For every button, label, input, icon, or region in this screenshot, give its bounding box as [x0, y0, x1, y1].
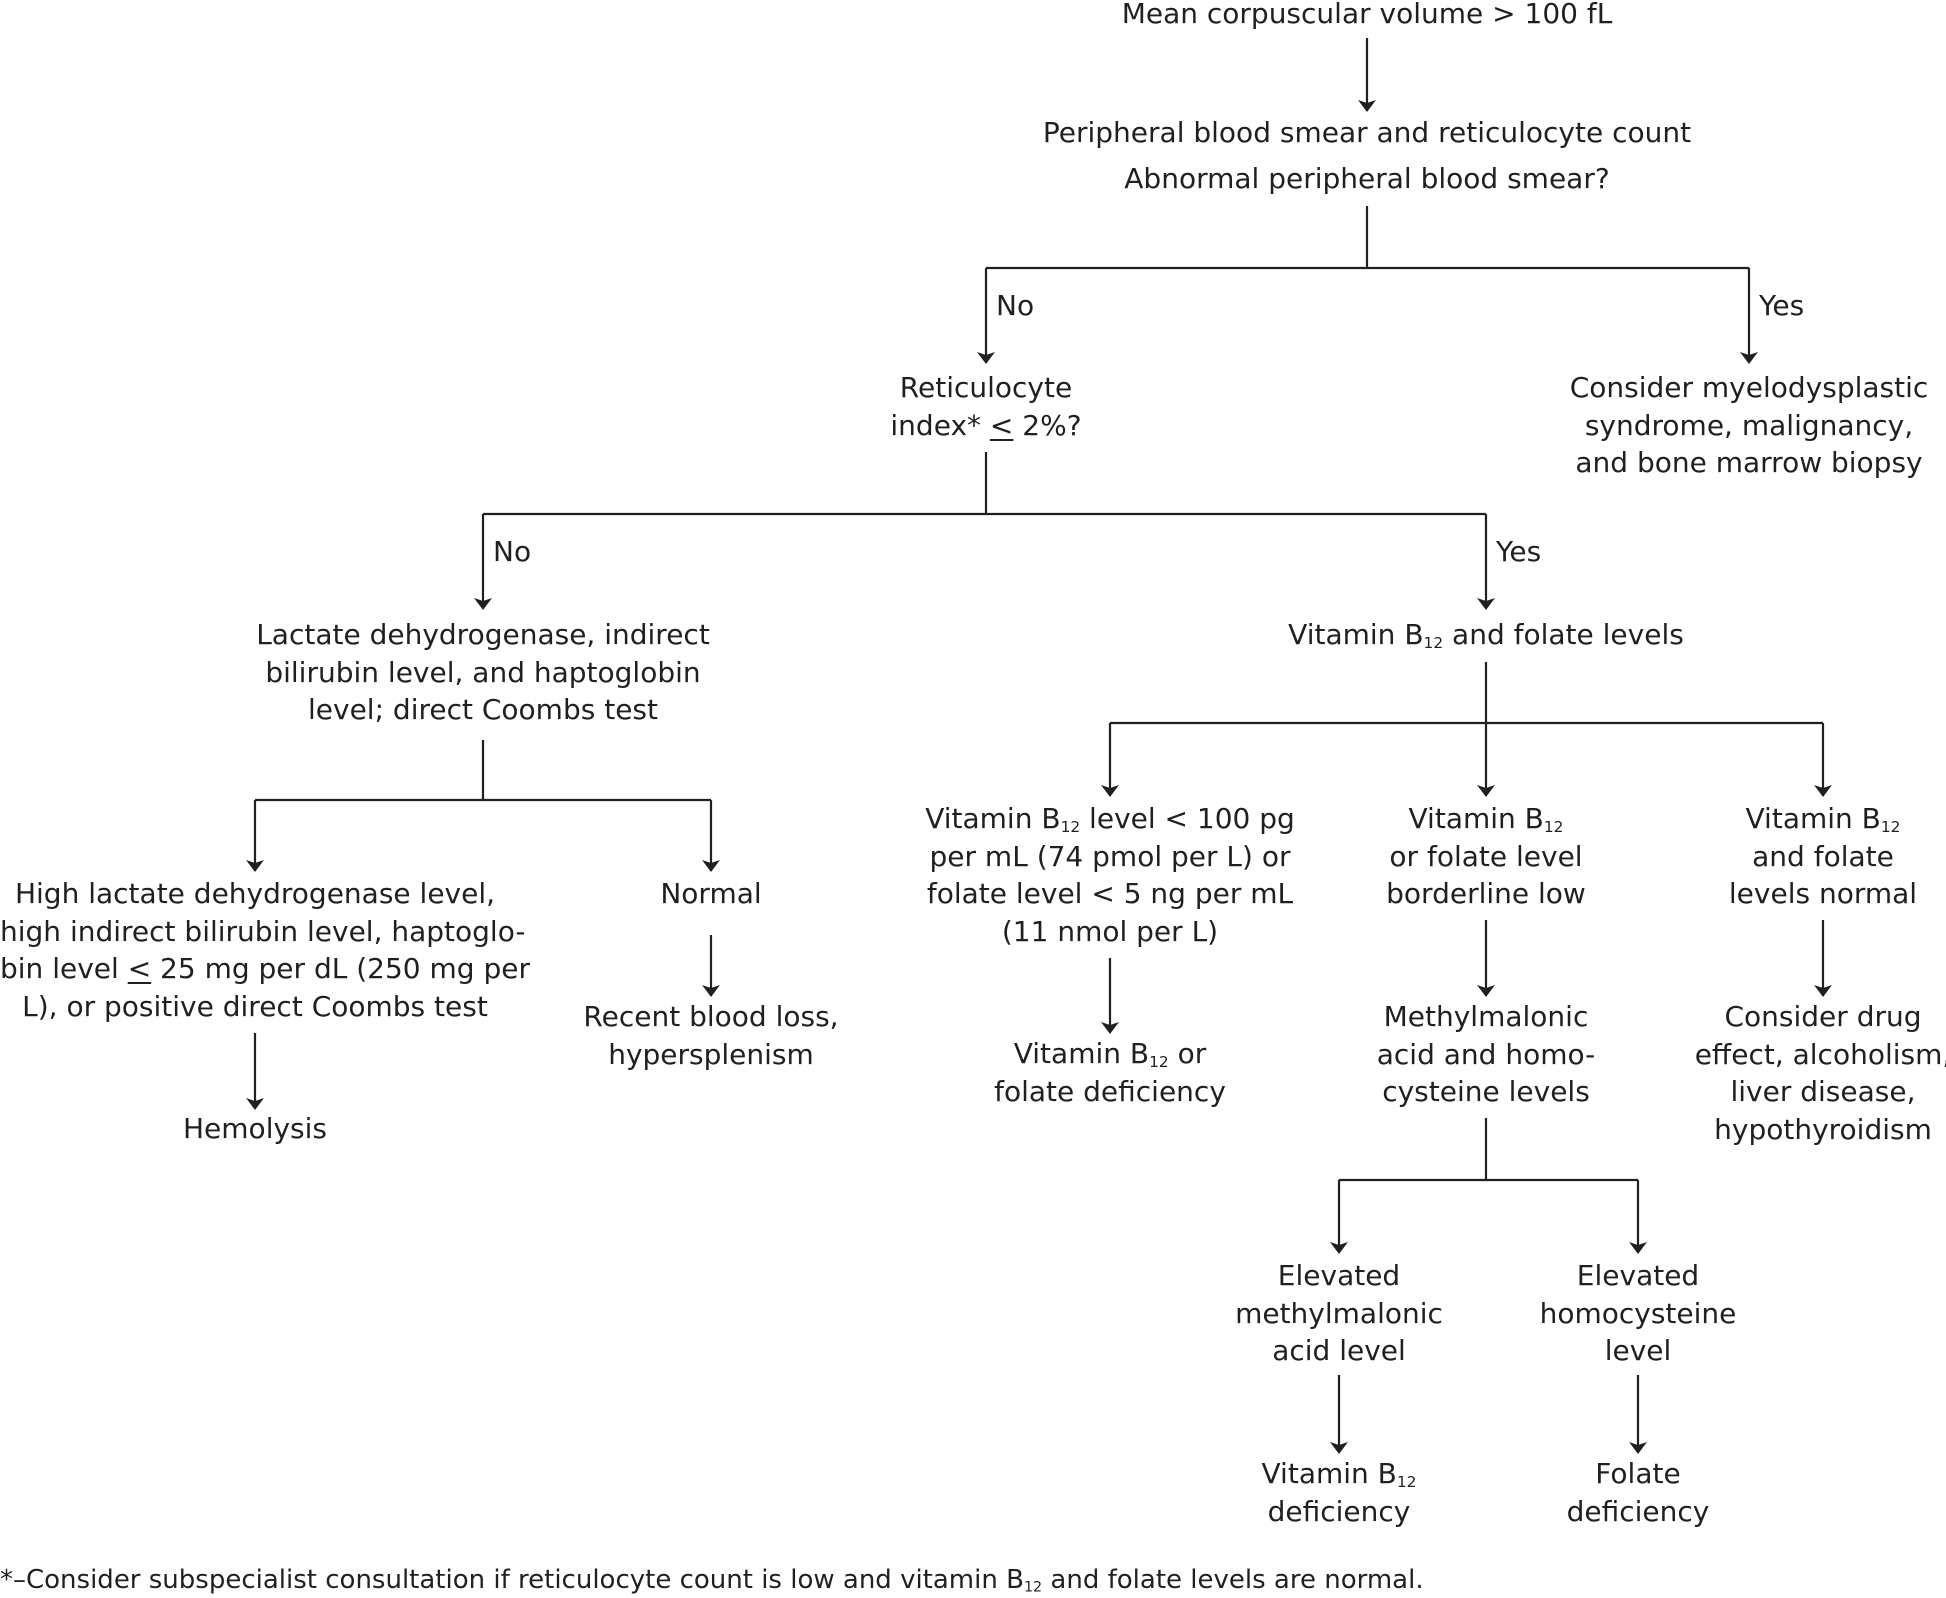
node-recent-blood-loss: Recent blood loss, hypersplenism — [536, 998, 886, 1073]
node-methylmalonic-homocysteine: Methylmalonic acid and homo- cysteine le… — [1336, 998, 1636, 1111]
node-ldh-line3: level; direct Coombs test — [308, 693, 658, 726]
node-myelodysplastic: Consider myelodysplastic syndrome, malig… — [1549, 369, 1946, 482]
node-hemolysis-text: Hemolysis — [183, 1112, 327, 1145]
node-folatedef-line2: deficiency — [1566, 1494, 1710, 1528]
node-ldh-line2: bilirubin level, and haptoglobin — [265, 655, 701, 689]
node-drug-line2: effect, alcoholism, — [1694, 1037, 1946, 1071]
less-equal-symbol: < — [127, 952, 152, 985]
node-retic-line1: Reticulocyte — [899, 371, 1073, 404]
node-b12-low: Vitamin B12 level < 100 pg per mL (74 pm… — [900, 800, 1320, 950]
node-elevmma-line2: methylmalonic — [1235, 1296, 1443, 1330]
footnote-prefix: *–Consider subspecialist consultation if… — [0, 1565, 1024, 1595]
node-drug-line4: hypothyroidism — [1714, 1112, 1932, 1146]
node-levels-normal: Vitamin B12 and folate levels normal — [1673, 800, 1946, 913]
vitlevels-suffix: and folate levels — [1443, 618, 1684, 651]
node-elevhcy-line3: level — [1604, 1334, 1672, 1367]
node-normal-text: Normal — [660, 877, 762, 910]
node-ldh-tests: Lactate dehydrogenase, indirect bilirubi… — [233, 616, 733, 729]
node-elevhcy-line2: homocysteine — [1539, 1296, 1737, 1330]
node-def1-line2: folate deficiency — [994, 1074, 1226, 1108]
node-drug-line3: liver disease, — [1730, 1075, 1916, 1108]
node-mcv: Mean corpuscular volume > 100 fL — [1067, 0, 1667, 33]
node-high-line1: High lactate dehydrogenase level, — [14, 877, 496, 910]
def1-sub: 12 — [1149, 1052, 1169, 1071]
b12def-prefix: Vitamin B — [1261, 1457, 1397, 1490]
node-lowb12-line3: folate level < 5 ng per mL — [926, 877, 1294, 910]
node-b12-folate-deficiency: Vitamin B12 or folate deficiency — [960, 1035, 1260, 1110]
def1-suffix: or — [1168, 1037, 1207, 1070]
lowb12-prefix: Vitamin B — [925, 802, 1061, 835]
node-folate-deficiency: Folate deficiency — [1488, 1455, 1788, 1530]
node-recent-line1: Recent blood loss, — [583, 1000, 839, 1033]
node-mma-line3: cysteine levels — [1382, 1075, 1590, 1108]
vitnormal-prefix: Vitamin B — [1745, 802, 1881, 835]
node-vitnormal-line1: Vitamin B12 — [1673, 800, 1946, 838]
node-folatedef-line1: Folate — [1595, 1457, 1681, 1490]
node-mds-line2: syndrome, malignancy, — [1584, 408, 1914, 442]
node-hemolysis: Hemolysis — [105, 1110, 405, 1148]
node-elevated-mma: Elevated methylmalonic acid level — [1189, 1257, 1489, 1370]
node-high-ldh: High lactate dehydrogenase level, high i… — [0, 875, 530, 1025]
node-b12def-line1: Vitamin B12 — [1189, 1455, 1489, 1493]
high-l3-prefix: bin level — [0, 952, 128, 985]
high-l3-suffix: 25 mg per dL (250 mg per — [151, 952, 530, 985]
node-ldh-line1: Lactate dehydrogenase, indirect — [256, 618, 710, 651]
borderline-prefix: Vitamin B — [1408, 802, 1544, 835]
less-equal-symbol: < — [989, 408, 1014, 442]
footnote-sub: 12 — [1023, 1579, 1043, 1596]
node-mds-line1: Consider myelodysplastic — [1569, 371, 1929, 404]
node-normal: Normal — [561, 875, 861, 913]
node-mcv-text: Mean corpuscular volume > 100 fL — [1121, 0, 1613, 30]
node-drug-line1: Consider drug — [1724, 1000, 1922, 1033]
node-mma-line2: acid and homo- — [1376, 1037, 1596, 1071]
node-borderline-line3: borderline low — [1386, 877, 1586, 910]
vitnormal-sub: 12 — [1880, 817, 1901, 836]
node-borderline-line1: Vitamin B12 — [1336, 800, 1636, 838]
node-vitamin-levels: Vitamin B12 and folate levels — [1236, 616, 1736, 654]
branch-label-yes: Yes — [1759, 289, 1805, 322]
borderline-sub: 12 — [1543, 817, 1564, 836]
node-mds-line3: and bone marrow biopsy — [1575, 446, 1923, 479]
node-smear-line2: Abnormal peripheral blood smear? — [1124, 161, 1610, 195]
branch-label-yes: Yes — [1496, 535, 1542, 568]
node-recent-line2: hypersplenism — [608, 1037, 814, 1071]
node-mma-line1: Methylmalonic — [1383, 1000, 1589, 1033]
vitlevels-sub: 12 — [1423, 633, 1444, 652]
node-consider-drug-effect: Consider drug effect, alcoholism, liver … — [1673, 998, 1946, 1148]
footnote: *–Consider subspecialist consultation if… — [0, 1564, 1424, 1596]
node-vitnormal-line3: levels normal — [1728, 877, 1918, 910]
retic-suffix: 2%? — [1013, 408, 1082, 442]
node-lowb12-line4: (11 nmol per L) — [1001, 914, 1219, 948]
node-retic-line2: index* < 2%? — [836, 407, 1136, 445]
node-vitlevels-line1: Vitamin B12 and folate levels — [1236, 616, 1736, 654]
node-high-line4: L), or positive direct Coombs test — [22, 989, 488, 1023]
node-smear: Peripheral blood smear and reticulocyte … — [967, 114, 1767, 197]
node-high-line3: bin level < 25 mg per dL (250 mg per — [0, 950, 530, 988]
node-elevmma-line3: acid level — [1272, 1334, 1406, 1367]
retic-prefix: index* — [890, 408, 990, 442]
node-smear-line1: Peripheral blood smear and reticulocyte … — [1042, 116, 1692, 149]
node-elevhcy-line1: Elevated — [1576, 1259, 1700, 1292]
node-reticulocyte-index: Reticulocyte index* < 2%? — [836, 369, 1136, 444]
node-b12-deficiency: Vitamin B12 deficiency — [1189, 1455, 1489, 1530]
node-b12def-line2: deficiency — [1267, 1494, 1411, 1528]
vitlevels-prefix: Vitamin B — [1288, 618, 1424, 651]
node-high-line2: high indirect bilirubin level, haptoglo- — [0, 914, 526, 948]
node-borderline-line2: or folate level — [1389, 839, 1583, 873]
node-elevmma-line1: Elevated — [1277, 1259, 1401, 1292]
node-lowb12-line2: per mL (74 pmol per L) or — [929, 839, 1291, 873]
branch-label-no: No — [996, 289, 1035, 322]
node-def1-line1: Vitamin B12 or — [960, 1035, 1260, 1073]
node-borderline: Vitamin B12 or folate level borderline l… — [1336, 800, 1636, 913]
def1-prefix: Vitamin B — [1013, 1037, 1150, 1070]
node-lowb12-line1: Vitamin B12 level < 100 pg — [900, 800, 1320, 838]
lowb12-sub: 12 — [1060, 817, 1081, 836]
footnote-suffix: and folate levels are normal. — [1042, 1565, 1424, 1595]
b12def-sub: 12 — [1396, 1472, 1417, 1491]
node-vitnormal-line2: and folate — [1752, 839, 1894, 873]
lowb12-suffix: level < 100 pg — [1080, 802, 1295, 835]
branch-label-no: No — [493, 535, 532, 568]
node-elevated-homocysteine: Elevated homocysteine level — [1488, 1257, 1788, 1370]
